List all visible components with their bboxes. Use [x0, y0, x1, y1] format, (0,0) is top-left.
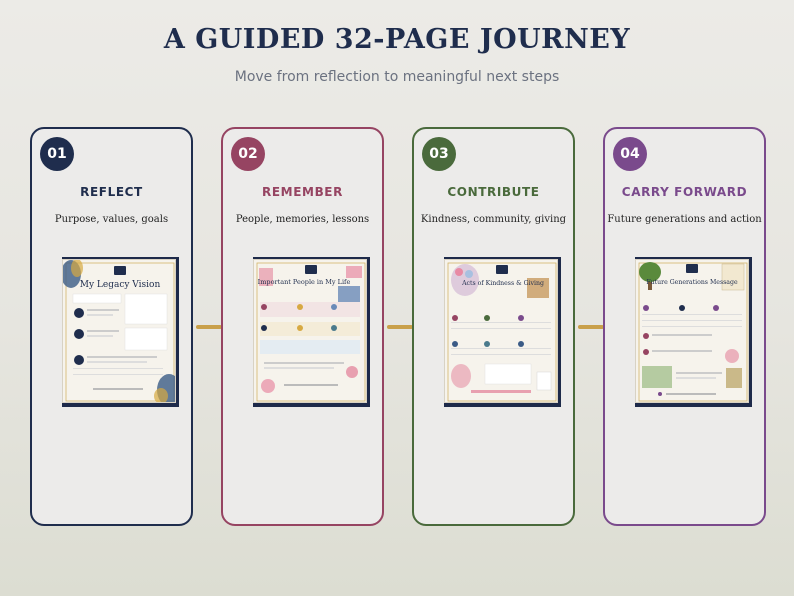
page-title: A GUIDED 32-PAGE JOURNEY: [163, 24, 631, 55]
step-title: CARRY FORWARD: [621, 185, 748, 199]
worksheet-page-title: Future Generations Message: [646, 279, 738, 286]
connector-line: [578, 325, 604, 329]
worksheet-thumbnail: Important People in My Life: [253, 259, 367, 403]
worksheet-illustration: Acts of Kindness & Giving: [447, 262, 557, 402]
step-number-badge: 02: [231, 137, 265, 171]
step-number-badge: 03: [422, 137, 456, 171]
connector-line: [387, 325, 413, 329]
step-title: REMEMBER: [262, 185, 343, 199]
worksheet-page-title: Important People in My Life: [258, 278, 351, 286]
step-card-remember: 02 REMEMBER People, memories, lessons Im…: [221, 127, 384, 526]
step-card-reflect: 01 REFLECT Purpose, values, goals My Leg…: [30, 127, 193, 526]
step-number-badge: 04: [613, 137, 647, 171]
step-title: REFLECT: [80, 185, 143, 199]
connector-line: [196, 325, 222, 329]
worksheet-page-title: My Legacy Vision: [80, 280, 161, 290]
step-title: CONTRIBUTE: [447, 185, 540, 199]
step-card-contribute: 03 CONTRIBUTE Kindness, community, givin…: [412, 127, 575, 526]
worksheet-illustration: Future Generations Message: [638, 262, 748, 402]
step-card-carry-forward: 04 CARRY FORWARD Future generations and …: [603, 127, 766, 526]
worksheet-page-title: Acts of Kindness & Giving: [461, 280, 544, 287]
worksheet-thumbnail: Future Generations Message: [635, 259, 749, 403]
step-description: Kindness, community, giving: [420, 214, 567, 225]
page-subtitle: Move from reflection to meaningful next …: [234, 69, 560, 85]
worksheet-illustration: Important People in My Life: [256, 262, 366, 402]
worksheet-thumbnail: Acts of Kindness & Giving: [444, 259, 558, 403]
worksheet-illustration: My Legacy Vision: [63, 260, 175, 402]
step-description: Purpose, values, goals: [54, 214, 169, 225]
step-description: Future generations and action: [607, 214, 762, 225]
worksheet-thumbnail: My Legacy Vision: [62, 259, 176, 403]
step-number-badge: 01: [40, 137, 74, 171]
step-description: People, memories, lessons: [235, 214, 370, 225]
